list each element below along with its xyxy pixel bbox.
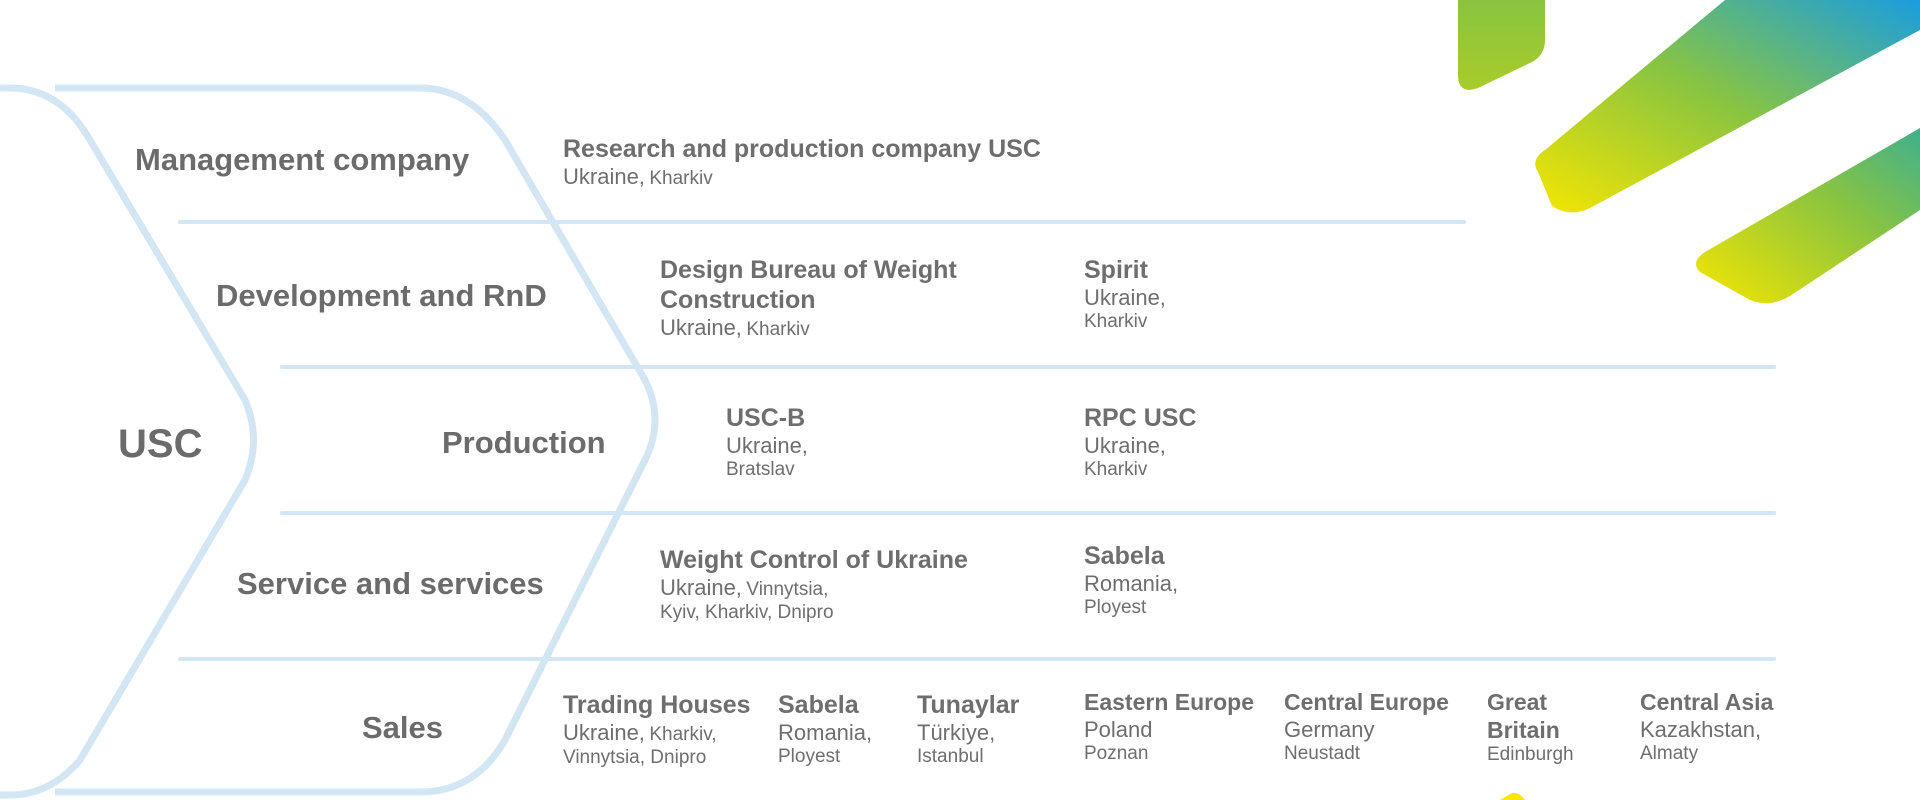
entity-rpc-usc: RPC USC Ukraine, Kharkiv [1084, 403, 1197, 482]
entity-central-asia: Central Asia Kazakhstan, Almaty [1640, 689, 1773, 766]
entity-country: Ukraine, [726, 433, 808, 458]
entity-title: Great [1487, 689, 1548, 715]
entity-tunaylar: Tunaylar Türkiye, Istanbul [917, 690, 1019, 769]
entity-country: Ukraine, [1084, 433, 1166, 458]
entity-country: Ukraine, [563, 720, 645, 745]
entity-country: Romania, [1084, 571, 1179, 596]
entity-city: Neustadt [1284, 742, 1361, 764]
category-management: Management company [135, 142, 470, 177]
entity-city: Istanbul [917, 746, 984, 768]
entity-design-bureau: Design Bureau of Weight Construction Ukr… [660, 255, 957, 342]
entity-country: Germany [1284, 716, 1375, 742]
entity-central-europe: Central Europe Germany Neustadt [1284, 689, 1449, 766]
separator-line [280, 511, 1776, 515]
entity-title: Sabela [1084, 542, 1165, 570]
separator-line [280, 365, 1776, 369]
entity-sabela-sales: Sabela Romania, Ployest [778, 690, 872, 769]
entity-title: Weight Control of Ukraine [660, 546, 968, 574]
separator-line [178, 657, 1776, 661]
entity-sabela-service: Sabela Romania, Ployest [1084, 541, 1178, 620]
entity-title: RPC USC [1084, 404, 1197, 432]
entity-title: Britain [1487, 716, 1560, 743]
category-development: Development and RnD [216, 278, 547, 313]
root-label: USC [118, 422, 203, 466]
entity-usc-b: USC-B Ukraine, Bratslav [726, 403, 808, 482]
entity-country: Romania, [778, 720, 873, 745]
separator-line [178, 220, 1466, 224]
entity-title: Design Bureau of Weight [660, 256, 957, 284]
entity-title: Spirit [1084, 256, 1148, 284]
entity-country: Ukraine, [1084, 285, 1166, 310]
entity-country: Ukraine, [660, 315, 742, 340]
entity-city: Kharkiv [746, 319, 810, 340]
entity-title: Sabela [778, 691, 859, 719]
category-sales: Sales [362, 710, 444, 745]
entity-title: Tunaylar [917, 691, 1020, 719]
entity-title: Research and production company USC [563, 135, 1041, 163]
category-production: Production [442, 425, 606, 460]
entity-city: Kharkiv [649, 168, 713, 189]
entity-city-extra: Vinnytsia, Dnipro [563, 746, 707, 768]
entity-research-production-company: Research and production company USC Ukra… [563, 134, 1041, 191]
entity-city: Kharkiv [1084, 311, 1148, 333]
entity-country: Ukraine, [563, 164, 645, 189]
entity-title: Central Asia [1640, 689, 1774, 715]
entity-title: Trading Houses [563, 691, 751, 719]
entity-country: Ukraine, [660, 575, 742, 600]
entity-title: USC-B [726, 404, 806, 432]
entity-great-britain: Great Britain Edinburgh [1487, 689, 1574, 767]
entity-city: Vinnytsia, [746, 579, 829, 600]
entity-country: Poland [1084, 716, 1153, 742]
entity-city: Edinburgh [1487, 744, 1574, 766]
entity-trading-houses: Trading Houses Ukraine, Kharkiv, Vinnyts… [563, 690, 751, 770]
entity-city: Ployest [1084, 597, 1147, 619]
entity-city: Kharkiv [1084, 459, 1148, 481]
entity-city: Ployest [778, 746, 841, 768]
entity-city: Kharkiv, [649, 724, 717, 745]
entity-city: Almaty [1640, 742, 1699, 764]
category-service: Service and services [237, 566, 544, 601]
entity-title: Construction [660, 286, 816, 314]
entity-weight-control-ukraine: Weight Control of Ukraine Ukraine, Vinny… [660, 545, 968, 625]
entity-title: Eastern Europe [1084, 689, 1254, 715]
entity-city: Poznan [1084, 742, 1149, 764]
entity-spirit: Spirit Ukraine, Kharkiv [1084, 255, 1166, 334]
entity-city: Bratslav [726, 459, 795, 481]
entity-city-extra: Kyiv, Kharkiv, Dnipro [660, 601, 834, 623]
entity-country: Kazakhstan, [1640, 716, 1762, 742]
entity-eastern-europe: Eastern Europe Poland Poznan [1084, 689, 1254, 766]
entity-country: Türkiye, [917, 720, 996, 745]
entity-title: Central Europe [1284, 689, 1449, 715]
